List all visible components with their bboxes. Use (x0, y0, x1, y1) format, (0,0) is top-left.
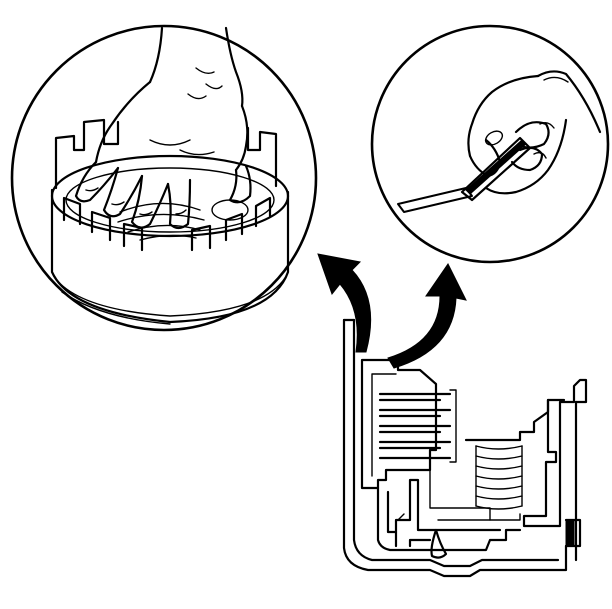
detail-view-feeler-gauge (370, 24, 610, 264)
detail-circle-left (10, 24, 318, 332)
detail-view-hand-on-clutch-housing (10, 24, 318, 332)
clutch-piston (360, 358, 438, 490)
hand-holding-feeler-gauge (397, 70, 602, 213)
spring-retainer-and-shell (522, 378, 588, 562)
clutch-plates (378, 389, 457, 463)
housing-outer-wall (342, 318, 568, 578)
arrow-to-right-detail (387, 263, 467, 369)
clutch-assembly-cross-section (342, 318, 588, 578)
hub-and-fluid-passage (376, 469, 522, 559)
hand-pressing-into-housing (74, 26, 252, 230)
return-spring (464, 398, 566, 510)
arrow-to-left-detail (317, 253, 372, 353)
